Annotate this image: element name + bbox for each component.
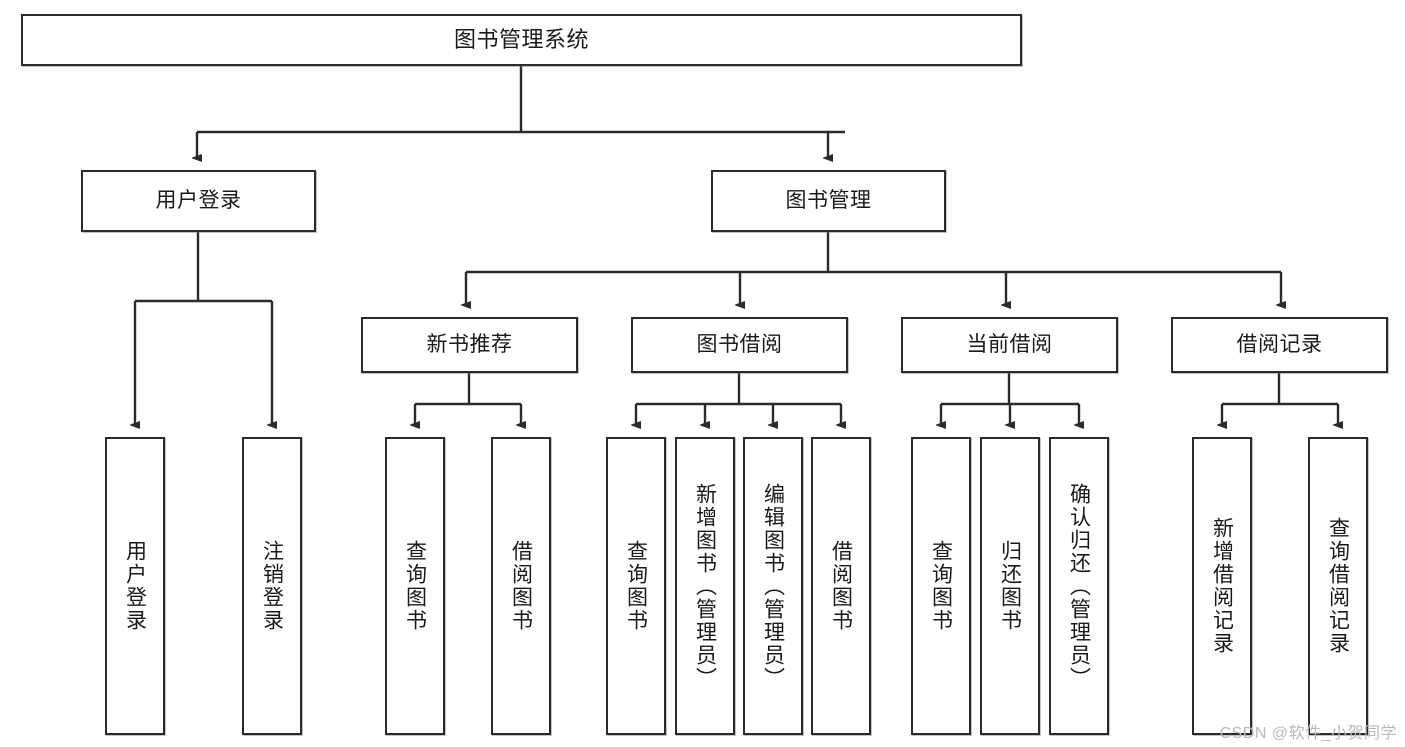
node-leaf-add-record[interactable]: 新增借阅记录 — [1192, 437, 1252, 735]
node-user-login[interactable]: 用户登录 — [81, 170, 316, 232]
node-leaf-user-login-label: 用户登录 — [123, 540, 147, 632]
node-leaf-add-book-label: 新增图书（管理员） — [693, 482, 717, 690]
node-leaf-add-book[interactable]: 新增图书（管理员） — [675, 437, 735, 735]
node-leaf-query-book-2-label: 查询图书 — [624, 540, 648, 632]
node-leaf-borrow-book-1[interactable]: 借阅图书 — [491, 437, 551, 735]
node-leaf-query-record[interactable]: 查询借阅记录 — [1308, 437, 1368, 735]
node-root-label: 图书管理系统 — [453, 27, 589, 53]
node-current-borrow[interactable]: 当前借阅 — [901, 317, 1118, 373]
node-new-book-recommend-label: 新书推荐 — [426, 332, 513, 356]
node-leaf-confirm-return-label: 确认归还（管理员） — [1067, 482, 1091, 690]
node-book-management[interactable]: 图书管理 — [711, 170, 946, 232]
node-leaf-user-login[interactable]: 用户登录 — [105, 437, 165, 735]
node-book-management-label: 图书管理 — [785, 188, 872, 212]
node-book-borrow[interactable]: 图书借阅 — [631, 317, 848, 373]
node-current-borrow-label: 当前借阅 — [966, 332, 1053, 356]
node-user-login-label: 用户登录 — [155, 188, 242, 212]
node-borrow-record-label: 借阅记录 — [1236, 332, 1323, 356]
node-leaf-user-logout[interactable]: 注销登录 — [242, 437, 302, 735]
node-leaf-query-book-2[interactable]: 查询图书 — [606, 437, 666, 735]
node-new-book-recommend[interactable]: 新书推荐 — [361, 317, 578, 373]
node-leaf-query-book-1-label: 查询图书 — [403, 540, 427, 632]
node-leaf-borrow-book-2-label: 借阅图书 — [829, 540, 853, 632]
node-leaf-query-book-1[interactable]: 查询图书 — [385, 437, 445, 735]
node-leaf-return-book-label: 归还图书 — [998, 540, 1022, 632]
node-leaf-edit-book-label: 编辑图书（管理员） — [761, 482, 785, 690]
node-leaf-edit-book[interactable]: 编辑图书（管理员） — [743, 437, 803, 735]
node-leaf-query-book-3-label: 查询图书 — [929, 540, 953, 632]
node-leaf-user-logout-label: 注销登录 — [260, 540, 284, 632]
node-leaf-query-record-label: 查询借阅记录 — [1326, 517, 1350, 655]
node-leaf-query-book-3[interactable]: 查询图书 — [911, 437, 971, 735]
node-leaf-borrow-book-1-label: 借阅图书 — [509, 540, 533, 632]
node-borrow-record[interactable]: 借阅记录 — [1171, 317, 1388, 373]
node-book-borrow-label: 图书借阅 — [696, 332, 783, 356]
node-leaf-borrow-book-2[interactable]: 借阅图书 — [811, 437, 871, 735]
node-leaf-add-record-label: 新增借阅记录 — [1210, 517, 1234, 655]
node-leaf-confirm-return[interactable]: 确认归还（管理员） — [1049, 437, 1109, 735]
node-root[interactable]: 图书管理系统 — [21, 14, 1022, 66]
watermark-text: CSDN @软件_小贺同学 — [1219, 725, 1397, 742]
node-leaf-return-book[interactable]: 归还图书 — [980, 437, 1040, 735]
